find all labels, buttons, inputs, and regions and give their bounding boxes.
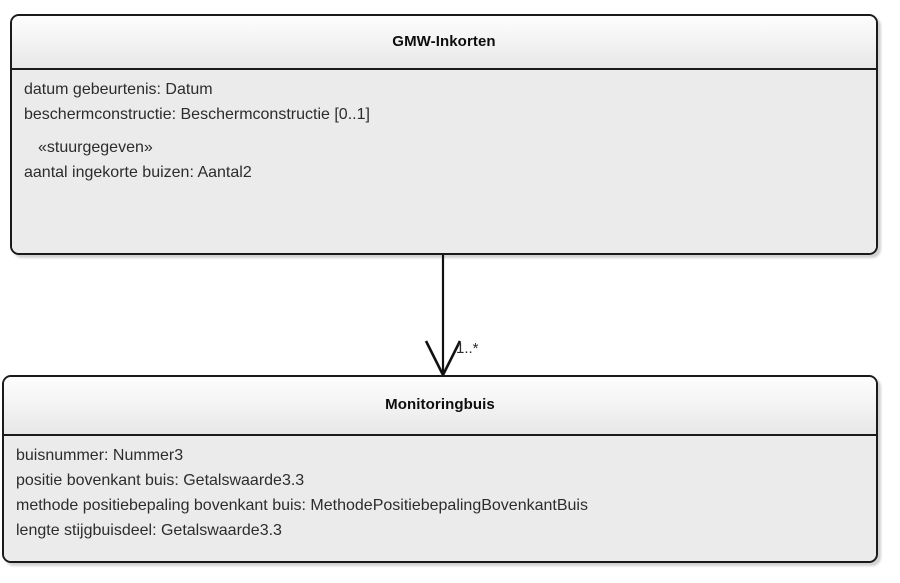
connector-arrowhead-icon [424, 340, 462, 378]
multiplicity-label-target: 1..* [456, 340, 479, 357]
class-title-gmw-inkorten: GMW-Inkorten [392, 32, 496, 50]
class-box-monitoringbuis[interactable]: Monitoringbuis buisnummer: Nummer3 posit… [2, 375, 878, 563]
class-attributes-monitoringbuis: buisnummer: Nummer3 positie bovenkant bu… [4, 436, 876, 561]
class-attribute: methode positiebepaling bovenkant buis: … [16, 497, 588, 514]
class-attribute-stereotype: «stuurgegeven» [38, 139, 153, 156]
class-attribute: datum gebeurtenis: Datum [24, 81, 213, 98]
class-attribute: positie bovenkant buis: Getalswaarde3.3 [16, 472, 305, 489]
class-header-monitoringbuis: Monitoringbuis [4, 377, 876, 436]
class-attribute: beschermconstructie: Beschermconstructie… [24, 106, 370, 123]
class-attribute: lengte stijgbuisdeel: Getalswaarde3.3 [16, 522, 282, 539]
class-attribute: aantal ingekorte buizen: Aantal2 [24, 164, 252, 181]
class-title-monitoringbuis: Monitoringbuis [385, 396, 495, 414]
class-attributes-gmw-inkorten: datum gebeurtenis: Datum beschermconstru… [12, 70, 876, 253]
class-attribute: buisnummer: Nummer3 [16, 447, 184, 464]
class-header-gmw-inkorten: GMW-Inkorten [12, 16, 876, 70]
class-box-gmw-inkorten[interactable]: GMW-Inkorten datum gebeurtenis: Datum be… [10, 14, 878, 255]
